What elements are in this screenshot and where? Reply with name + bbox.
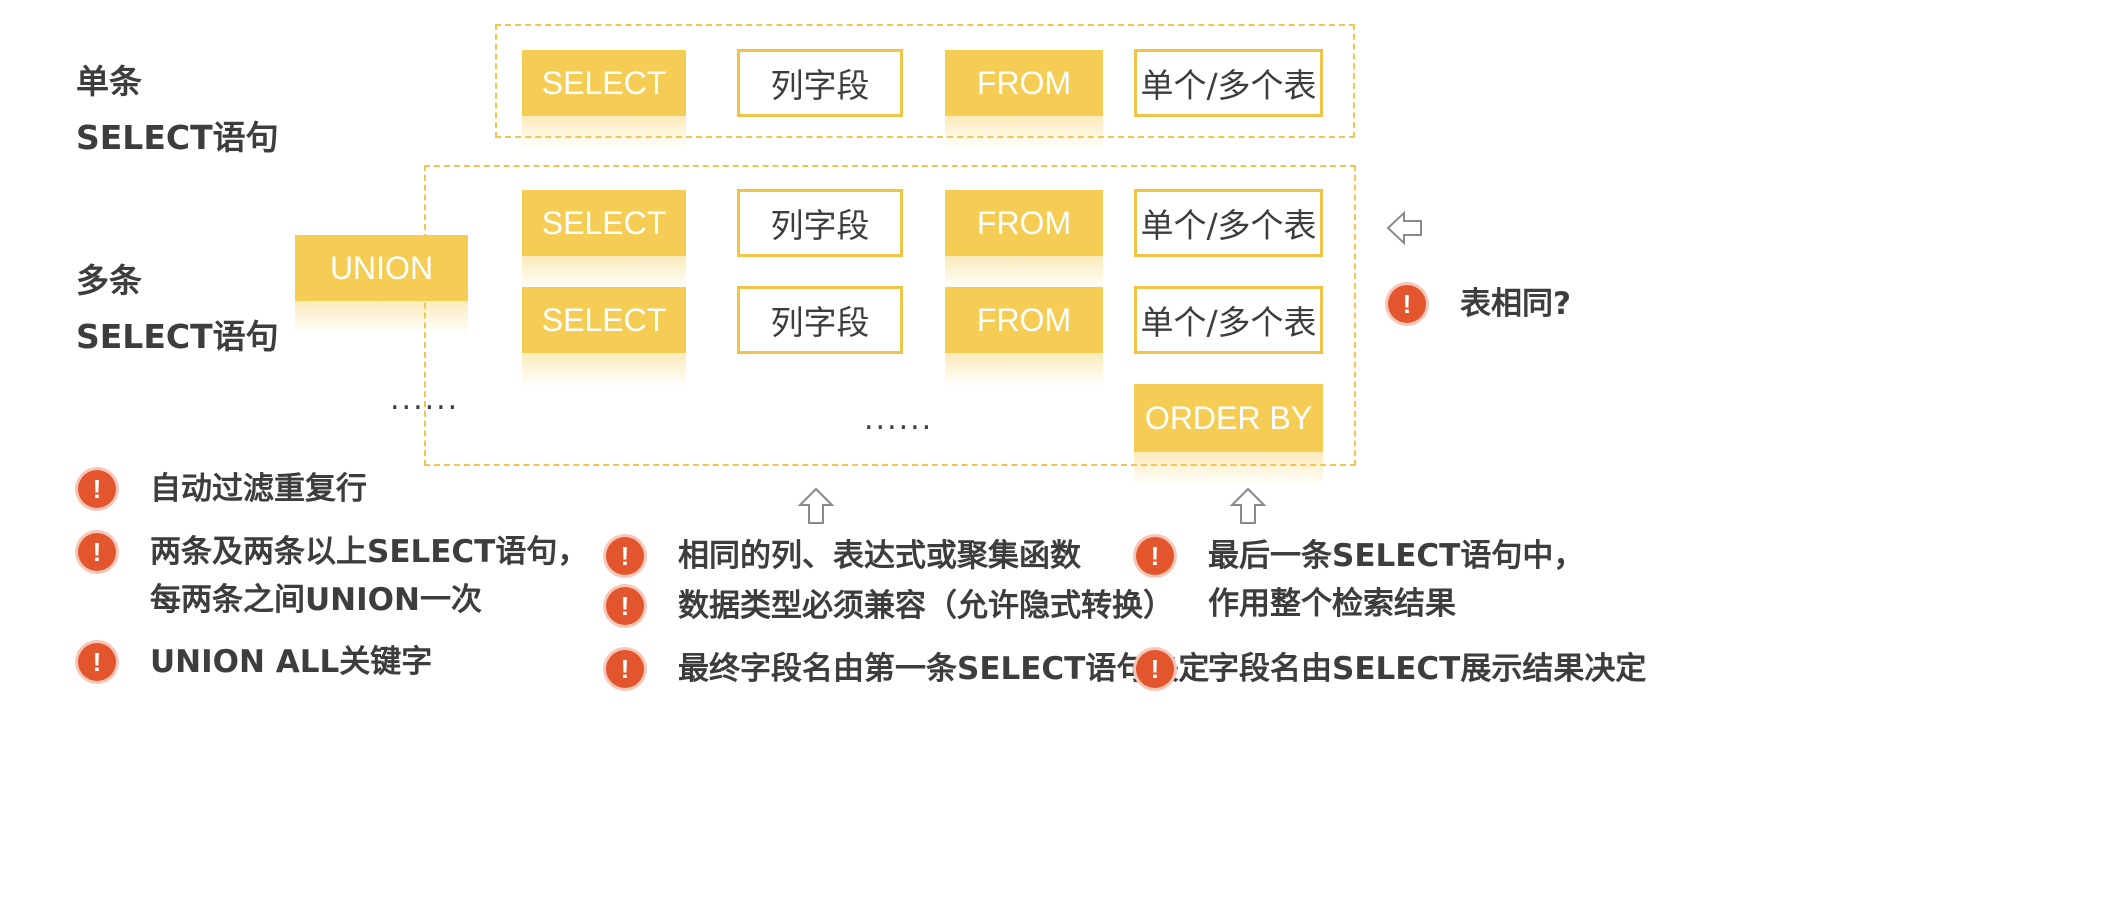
single-select-frame bbox=[495, 24, 1355, 138]
hollow-up-arrow-icon bbox=[1229, 487, 1267, 524]
exclamation-circle-icon: ! bbox=[606, 587, 644, 625]
exclamation-circle-icon: ! bbox=[78, 533, 116, 571]
union-keyword-box: UNION bbox=[295, 235, 468, 335]
from-keyword-box: FROM bbox=[945, 190, 1103, 290]
hollow-up-arrow-icon bbox=[797, 487, 835, 524]
exclamation-circle-icon: ! bbox=[78, 643, 116, 681]
columns-box: 列字段 bbox=[737, 286, 903, 354]
note-order-by-last: ! 最后一条SELECT语句中， 作用整个检索结果 bbox=[1136, 532, 1584, 628]
multi-select-frame bbox=[424, 165, 1356, 466]
select-keyword-box: SELECT bbox=[522, 287, 686, 387]
note-same-columns: ! 相同的列、表达式或聚集函数 bbox=[606, 532, 1081, 580]
from-keyword-box: FROM bbox=[945, 287, 1103, 387]
table-same-note: ! 表相同? bbox=[1388, 280, 1571, 328]
ellipsis-middle: ...... bbox=[864, 402, 934, 437]
hollow-left-arrow-icon bbox=[1386, 210, 1422, 246]
columns-box: 列字段 bbox=[737, 189, 903, 257]
exclamation-circle-icon: ! bbox=[1136, 537, 1174, 575]
tables-box: 单个/多个表 bbox=[1134, 286, 1323, 354]
single-select-label: 单条 SELECT语句 bbox=[76, 62, 279, 157]
exclamation-circle-icon: ! bbox=[1388, 285, 1426, 323]
select-keyword-box: SELECT bbox=[522, 190, 686, 290]
tables-box: 单个/多个表 bbox=[1134, 49, 1323, 117]
from-keyword-box: FROM bbox=[945, 50, 1103, 150]
note-union-all: ! UNION ALL关键字 bbox=[78, 638, 432, 686]
note-auto-filter: ! 自动过滤重复行 bbox=[78, 465, 367, 513]
exclamation-circle-icon: ! bbox=[1136, 650, 1174, 688]
order-by-keyword-box: ORDER BY bbox=[1134, 384, 1323, 486]
note-field-name-result: ! 字段名由SELECT展示结果决定 bbox=[1136, 645, 1646, 693]
note-union-between: ! 两条及两条以上SELECT语句， 每两条之间UNION一次 bbox=[78, 528, 588, 624]
exclamation-circle-icon: ! bbox=[606, 537, 644, 575]
select-keyword-box: SELECT bbox=[522, 50, 686, 150]
columns-box: 列字段 bbox=[737, 49, 903, 117]
note-type-compatible: ! 数据类型必须兼容（允许隐式转换） bbox=[606, 582, 1174, 630]
ellipsis-left: ...... bbox=[390, 382, 460, 417]
exclamation-circle-icon: ! bbox=[606, 650, 644, 688]
note-field-name-first: ! 最终字段名由第一条SELECT语句决定 bbox=[606, 645, 1209, 693]
multi-select-label: 多条 SELECT语句 bbox=[76, 261, 279, 356]
tables-box: 单个/多个表 bbox=[1134, 189, 1323, 257]
exclamation-circle-icon: ! bbox=[78, 470, 116, 508]
table-same-text: 表相同? bbox=[1460, 286, 1571, 322]
